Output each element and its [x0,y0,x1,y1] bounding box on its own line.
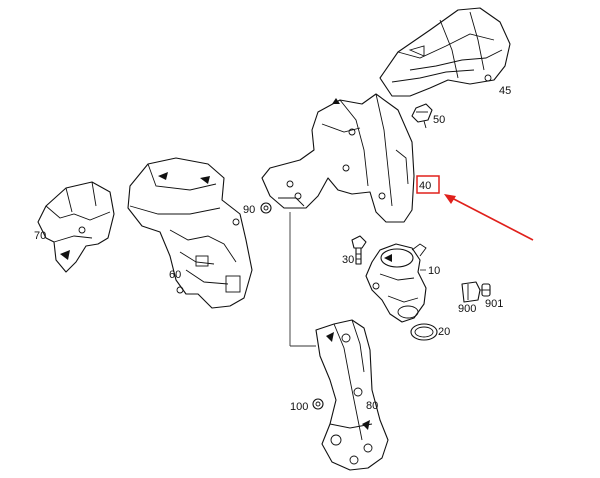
part-50-bolt [411,103,433,129]
part-10-pump [365,243,427,323]
label-100: 100 [290,401,308,413]
highlight-arrow [444,194,534,241]
label-40: 40 [419,180,431,192]
part-60-housing [127,157,253,309]
part-80-bracket [315,319,389,471]
part-901-clip [481,283,491,297]
label-80: 80 [366,400,378,412]
part-45-cover [379,7,511,97]
part-900-connector [461,281,481,303]
label-60: 60 [169,269,181,281]
label-30: 30 [342,254,354,266]
highlight-box [416,175,440,194]
leader-lines [289,212,482,347]
part-90-nut [260,202,272,214]
label-10: 10 [428,265,440,277]
label-70: 70 [34,230,46,242]
label-50: 50 [433,114,445,126]
label-901: 901 [485,298,503,310]
part-70-bracket [37,181,115,273]
label-900: 900 [458,303,476,315]
part-20-seal-ring [410,323,438,341]
label-45: 45 [499,85,511,97]
part-30-bolt [351,235,367,265]
part-40-bracket [261,93,415,223]
part-100-nut [312,398,324,410]
label-90: 90 [243,204,255,216]
label-20: 20 [438,326,450,338]
